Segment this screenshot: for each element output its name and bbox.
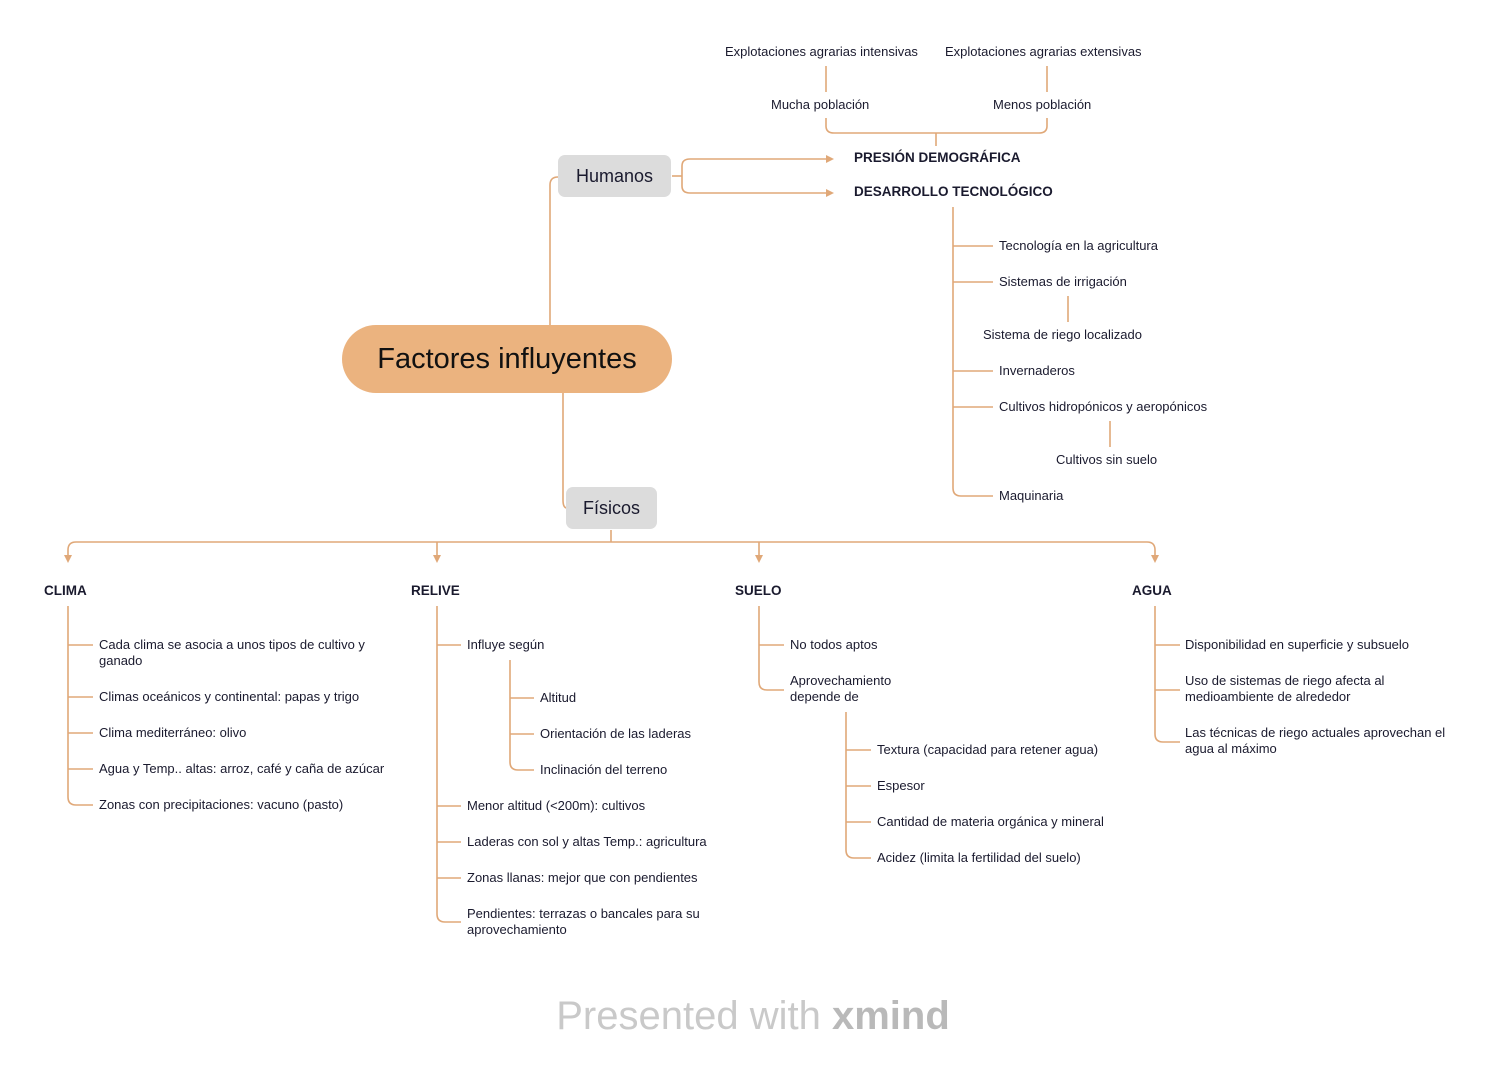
suelo-sub[interactable]: Cantidad de materia orgánica y mineral xyxy=(877,814,1104,829)
fisicos-node[interactable]: Físicos xyxy=(566,487,657,529)
clima-item[interactable]: Cada clima se asocia a unos tipos de cul… xyxy=(99,637,365,668)
relive-item[interactable]: Pendientes: terrazas o bancales para su … xyxy=(467,906,700,937)
suelo-sub[interactable]: Espesor xyxy=(877,778,925,793)
suelo-item[interactable]: Aprovechamiento depende de xyxy=(790,673,892,704)
agua-title[interactable]: AGUA xyxy=(1132,583,1172,598)
clima-item[interactable]: Agua y Temp.. altas: arroz, café y caña … xyxy=(99,761,385,776)
relive-title[interactable]: RELIVE xyxy=(411,583,460,598)
influye-segun[interactable]: Influye según xyxy=(467,637,545,652)
cultivos-sin-suelo[interactable]: Cultivos sin suelo xyxy=(1056,452,1158,467)
relive-item[interactable]: Zonas llanas: mejor que con pendientes xyxy=(467,870,698,885)
tec-item[interactable]: Tecnología en la agricultura xyxy=(999,238,1158,253)
clima-item[interactable]: Clima mediterráneo: olivo xyxy=(99,725,247,740)
footer-watermark: Presented with xmind xyxy=(0,994,1506,1039)
desarrollo-tecnologico[interactable]: DESARROLLO TECNOLÓGICO xyxy=(854,184,1053,199)
root-topic[interactable]: Factores influyentes xyxy=(342,325,672,393)
suelo-sub[interactable]: Textura (capacidad para retener agua) xyxy=(877,742,1099,757)
tec-item[interactable]: Invernaderos xyxy=(999,363,1075,378)
relive-item[interactable]: Laderas con sol y altas Temp.: agricultu… xyxy=(467,834,707,849)
agua-item[interactable]: Las técnicas de riego actuales aprovecha… xyxy=(1185,725,1446,756)
relive-sub[interactable]: Orientación de las laderas xyxy=(540,726,692,741)
explotaciones-extensivas[interactable]: Explotaciones agrarias extensivas xyxy=(945,44,1142,59)
riego-localizado[interactable]: Sistema de riego localizado xyxy=(983,327,1142,342)
clima-title[interactable]: CLIMA xyxy=(44,583,87,598)
clima-item[interactable]: Climas oceánicos y continental: papas y … xyxy=(99,689,360,704)
suelo-title[interactable]: SUELO xyxy=(735,583,782,598)
tec-item[interactable]: Cultivos hidropónicos y aeropónicos xyxy=(999,399,1208,414)
footer-prefix: Presented with xyxy=(556,994,832,1038)
agua-item[interactable]: Uso de sistemas de riego afecta al medio… xyxy=(1185,673,1385,704)
suelo-item[interactable]: No todos aptos xyxy=(790,637,878,652)
xmind-logo: xmind xyxy=(831,994,950,1038)
tec-item[interactable]: Sistemas de irrigación xyxy=(999,274,1127,289)
humanos-node[interactable]: Humanos xyxy=(558,155,671,197)
tec-item[interactable]: Maquinaria xyxy=(999,488,1064,503)
agua-item[interactable]: Disponibilidad en superficie y subsuelo xyxy=(1185,637,1410,652)
relive-item[interactable]: Menor altitud (<200m): cultivos xyxy=(467,798,646,813)
relive-sub[interactable]: Altitud xyxy=(540,690,577,705)
clima-item[interactable]: Zonas con precipitaciones: vacuno (pasto… xyxy=(99,797,344,812)
presion-demografica[interactable]: PRESIÓN DEMOGRÁFICA xyxy=(854,150,1021,165)
explotaciones-intensivas[interactable]: Explotaciones agrarias intensivas xyxy=(725,44,918,59)
menos-poblacion[interactable]: Menos población xyxy=(993,97,1092,112)
relive-sub[interactable]: Inclinación del terreno xyxy=(540,762,668,777)
mucha-poblacion[interactable]: Mucha población xyxy=(771,97,870,112)
suelo-sub[interactable]: Acidez (limita la fertilidad del suelo) xyxy=(877,850,1081,865)
